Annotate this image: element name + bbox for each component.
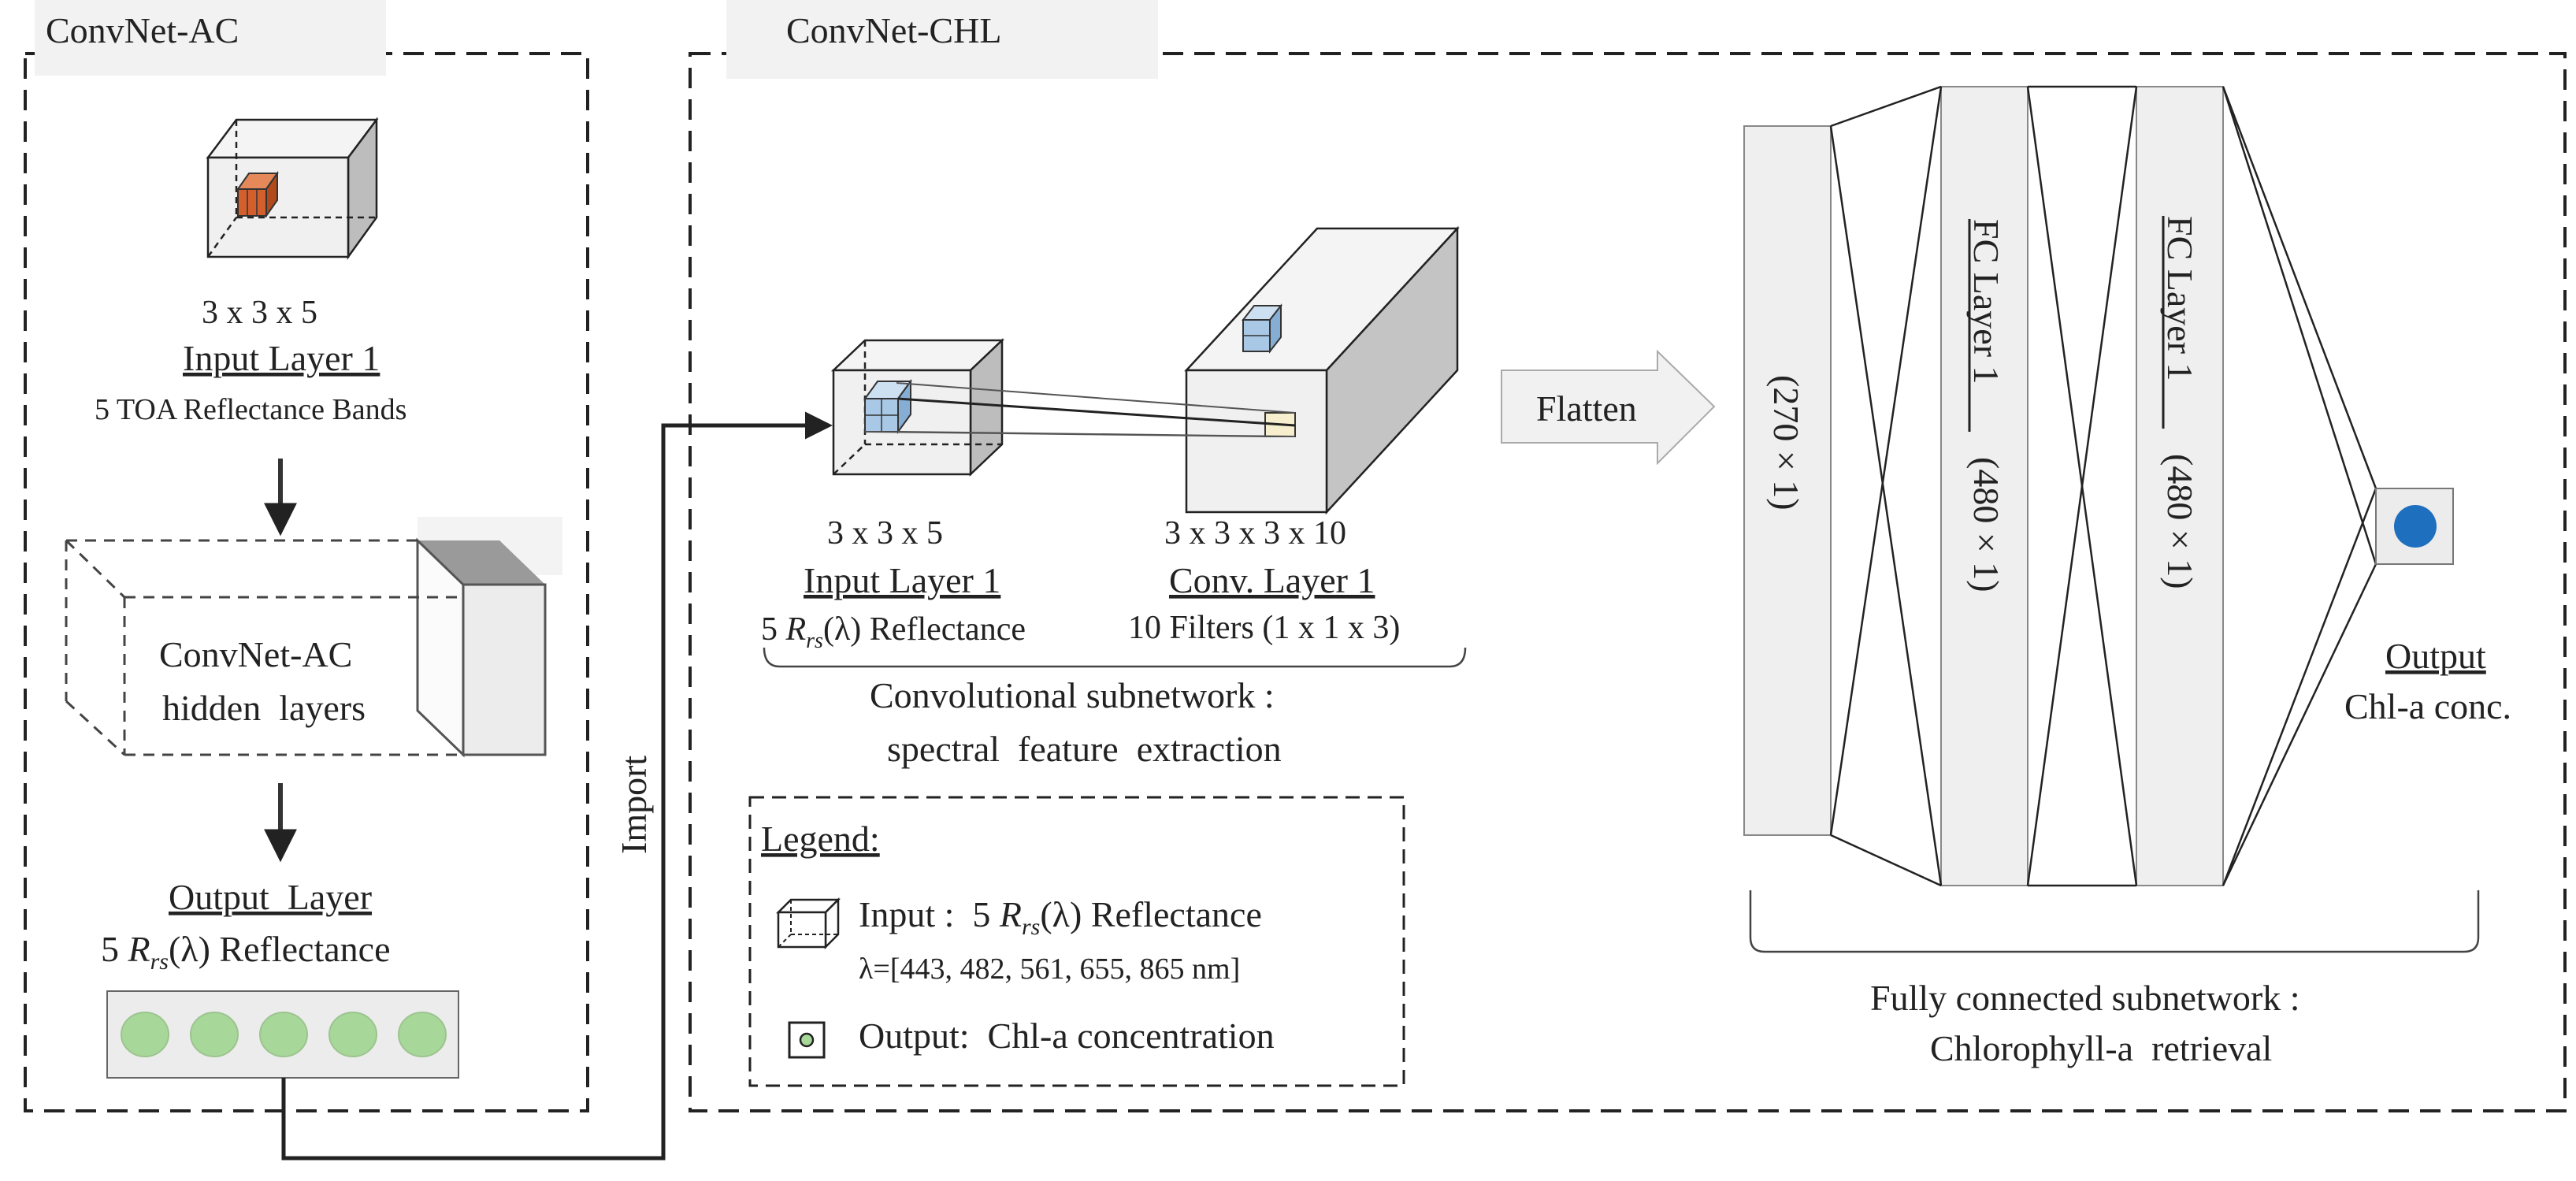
left-input-desc: 5 TOA Reflectance Bands — [95, 393, 406, 426]
fc-connections — [1829, 85, 2377, 887]
conv-input-name: Input Layer 1 — [804, 560, 1000, 600]
receptive-field-lines — [864, 382, 1296, 437]
conv-layer-dims: 3 x 3 x 3 x 10 — [1164, 515, 1346, 552]
fc-layer-2-name: FC Layer 1 — [2160, 216, 2200, 381]
fc-layer-1-dims: (480 × 1) — [1966, 457, 2006, 592]
convnet-ac-title-tab — [35, 0, 386, 76]
convnet-chl-title: ConvNet-CHL — [786, 10, 1001, 50]
flatten-layer-bar — [1743, 125, 1832, 836]
convnet-chl-title-tab — [726, 0, 1158, 79]
output-node — [398, 1012, 447, 1057]
conv-layer-desc: 10 Filters (1 x 1 x 3) — [1128, 610, 1400, 646]
left-output-name: Output Layer — [169, 877, 372, 917]
output-node — [328, 1012, 377, 1057]
conv-input-dims: 3 x 3 x 5 — [827, 515, 943, 552]
flatten-arrow — [1501, 349, 1716, 466]
output-node-icon — [2375, 488, 2454, 565]
hidden-layers-line2: hidden layers — [162, 688, 366, 728]
hidden-layers-line1: ConvNet-AC — [159, 634, 352, 674]
flatten-label: Flatten — [1536, 388, 1637, 429]
hidden-layers-box — [65, 517, 562, 758]
legend: Legend: Input : 5 Rrs(λ) Reflectance λ=[… — [748, 796, 1405, 1087]
fc-layer-1-name: FC Layer 1 — [1966, 219, 2006, 384]
legend-output-icon — [788, 1021, 826, 1059]
legend-wavelengths: λ=[443, 482, 561, 655, 865 nm] — [859, 953, 1240, 986]
fc-layer-1-bar — [1940, 86, 2029, 886]
left-output-desc: 5 Rrs(λ) Reflectance — [101, 929, 390, 975]
conv-subnet-line2: spectral feature extraction — [887, 729, 1282, 769]
blue-kernel-icon — [863, 378, 912, 435]
output-node — [121, 1012, 169, 1057]
fc-subnet-line1: Fully connected subnetwork : — [1870, 978, 2300, 1018]
convnet-ac-title: ConvNet-AC — [46, 10, 239, 50]
conv-input-cube-icon — [830, 338, 1005, 477]
conv-layer-box — [1184, 225, 1460, 515]
fc-subnet-brace — [1749, 890, 2480, 953]
legend-cube-icon — [775, 897, 841, 950]
conv-subnet-brace — [763, 647, 1467, 668]
fc-layer-2-bar — [2136, 86, 2224, 886]
conv-subnet-line1: Convolutional subnetwork : — [870, 675, 1275, 715]
input-cube-icon — [206, 117, 379, 260]
fc-layer-2-dims: (480 × 1) — [2160, 454, 2200, 589]
output-node-row — [121, 1012, 447, 1057]
legend-title: Legend: — [761, 819, 880, 859]
output-node — [190, 1012, 239, 1057]
output-nodes-box — [106, 990, 459, 1079]
fc-output-name: Output — [2385, 636, 2486, 676]
convnet-chl-panel — [689, 52, 2567, 1112]
conv-layer-name: Conv. Layer 1 — [1169, 560, 1375, 600]
convnet-ac-panel — [24, 52, 589, 1112]
left-input-dims: 3 x 3 x 5 — [202, 295, 317, 331]
legend-input-text: Input : 5 Rrs(λ) Reflectance — [859, 894, 1262, 940]
legend-output-text: Output: Chl-a concentration — [859, 1016, 1275, 1056]
import-label: Import — [614, 756, 654, 854]
conv-blue-kernel-icon — [1241, 303, 1283, 354]
output-node — [259, 1012, 308, 1057]
left-input-name: Input Layer 1 — [183, 338, 380, 378]
conv-input-desc: 5 Rrs(λ) Reflectance — [761, 611, 1026, 653]
flatten-layer-dims: (270 × 1) — [1766, 375, 1806, 511]
import-connector — [281, 411, 833, 1161]
fc-output-desc: Chl-a conc. — [2344, 686, 2511, 726]
fc-subnet-line2: Chlorophyll-a retrieval — [1930, 1028, 2272, 1068]
orange-kernel-icon — [236, 170, 279, 219]
